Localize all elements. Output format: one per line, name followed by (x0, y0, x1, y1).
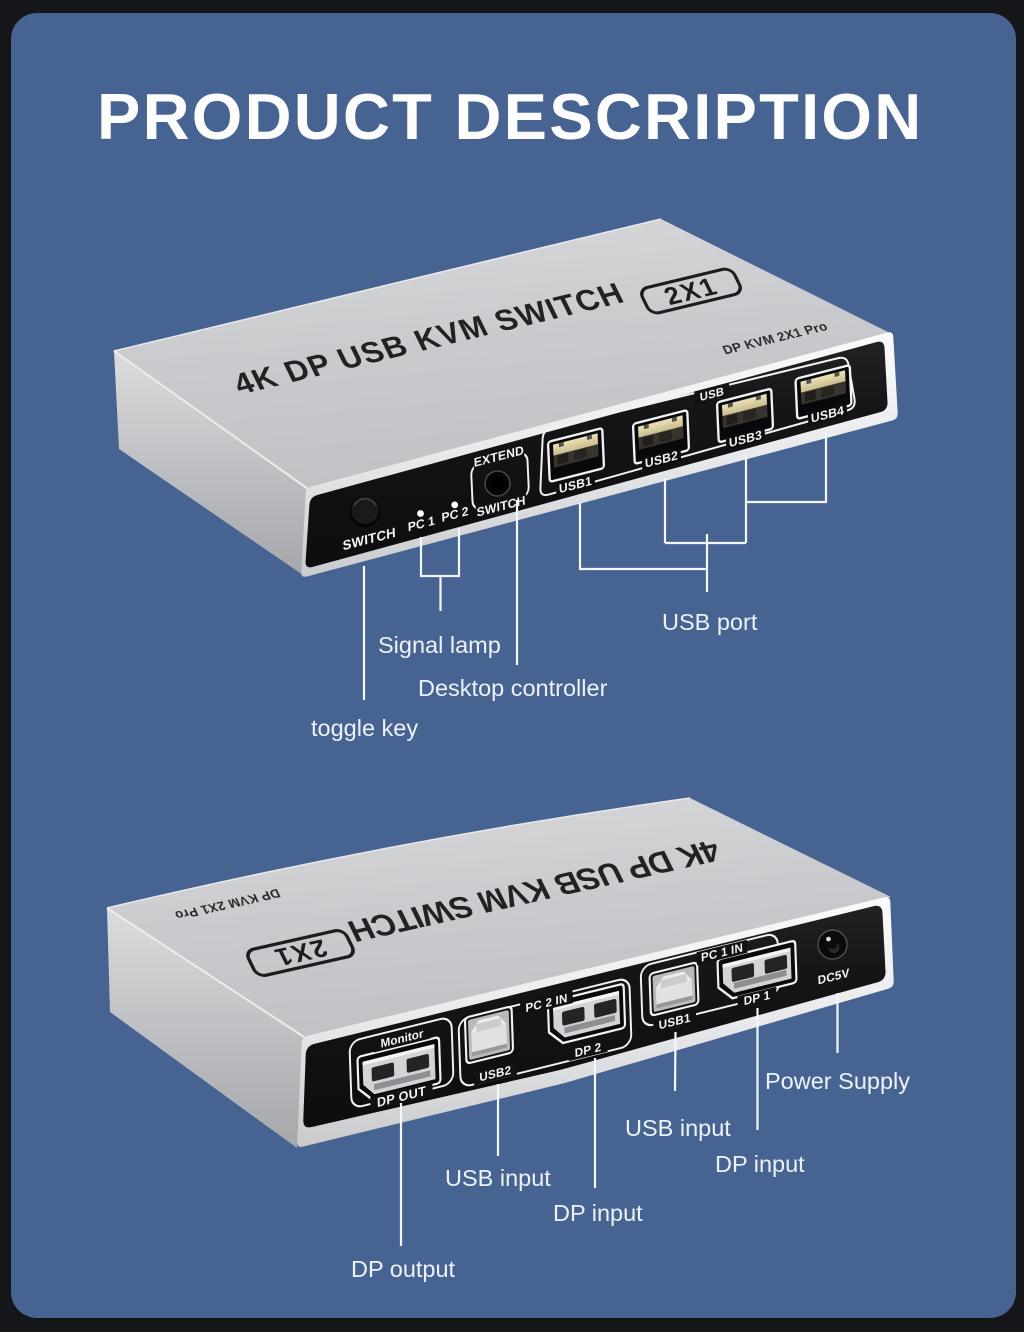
svg-text:Signal lamp: Signal lamp (378, 632, 501, 658)
svg-text:PRODUCT DESCRIPTION: PRODUCT DESCRIPTION (97, 80, 923, 153)
svg-text:DP 1: DP 1 (744, 988, 771, 1009)
svg-text:USB input: USB input (625, 1115, 731, 1141)
svg-text:DP 2: DP 2 (575, 1040, 602, 1061)
svg-text:DP input: DP input (553, 1200, 643, 1226)
svg-text:Desktop controller: Desktop controller (418, 675, 608, 701)
svg-text:Power Supply: Power Supply (765, 1068, 910, 1094)
svg-text:toggle key: toggle key (311, 715, 418, 741)
svg-text:PC 2: PC 2 (441, 504, 469, 525)
svg-text:USB port: USB port (662, 609, 758, 635)
svg-text:DP input: DP input (715, 1151, 805, 1177)
svg-text:PC 1: PC 1 (408, 514, 436, 535)
svg-text:DP output: DP output (351, 1256, 456, 1282)
svg-text:USB input: USB input (445, 1165, 551, 1191)
